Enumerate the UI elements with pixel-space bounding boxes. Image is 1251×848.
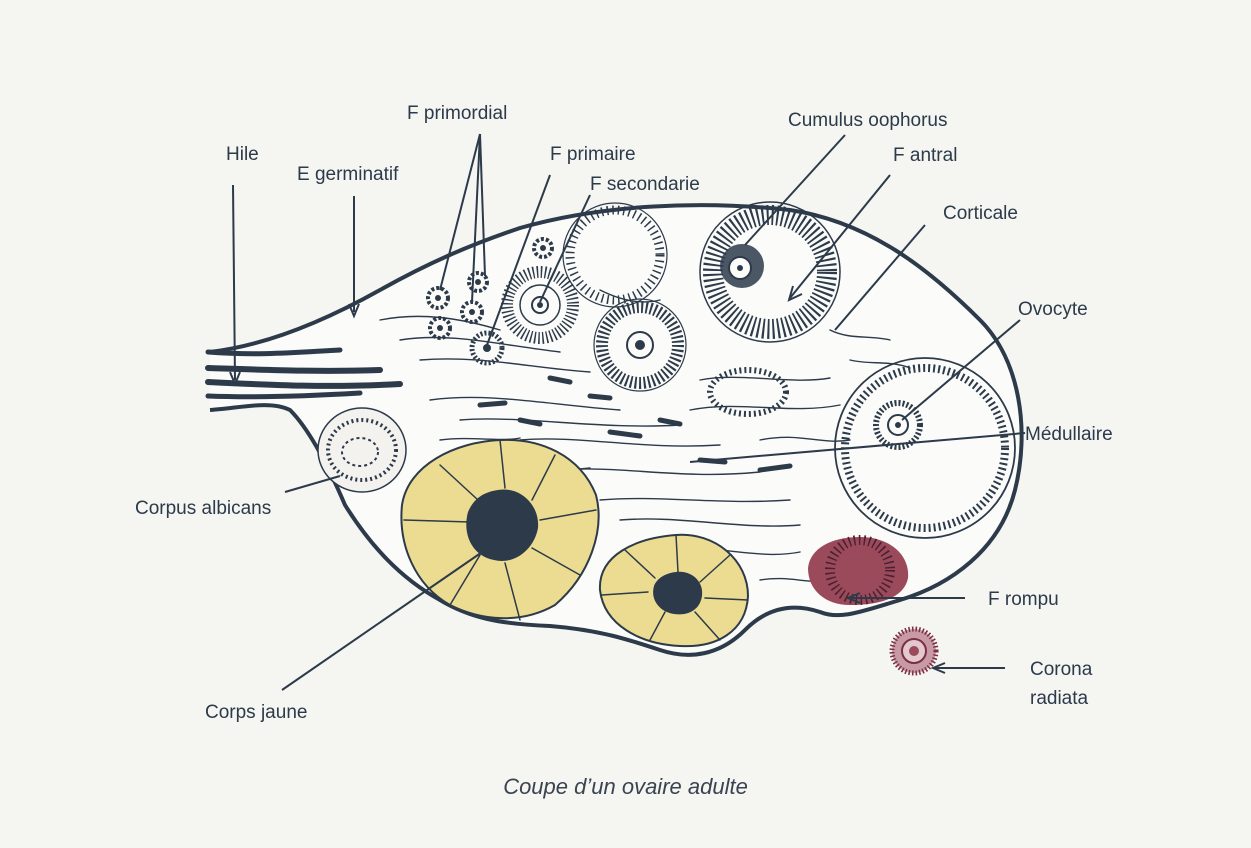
leader-hile (229, 184, 241, 387)
secondary-follicle (501, 266, 579, 344)
label-medullaire: Médullaire (1025, 424, 1113, 445)
label-e-germinatif: E germinatif (297, 164, 399, 185)
leader-corps-jaune (281, 547, 489, 691)
leader-e-germinatif (348, 196, 360, 319)
stroma-fibers (379, 289, 911, 583)
label-f-secondaire: F secondarie (590, 174, 700, 195)
label-ovocyte: Ovocyte (1018, 299, 1088, 320)
leader-f-primaire (486, 174, 551, 346)
label-corps-jaune: Corps jaune (205, 702, 308, 723)
label-radiata: radiata (1030, 688, 1089, 709)
diagram-caption: Coupe d’un ovaire adulte (503, 774, 748, 799)
leader-corona-radiata (930, 662, 1005, 674)
leader-f-secondaire (539, 194, 591, 303)
label-hile: Hile (226, 144, 259, 165)
label-f-antral: F antral (893, 145, 958, 166)
leader-f-primordial (439, 133, 486, 303)
antral-follicle (699, 201, 841, 343)
follicle-mid (593, 298, 687, 392)
label-corona: Corona (1030, 659, 1093, 680)
leader-medullaire (689, 432, 1026, 463)
leader-corpus-albicans (284, 475, 341, 493)
leader-cumulus (744, 134, 846, 246)
hilum-fibers (205, 347, 403, 400)
corpus-albicans (317, 407, 407, 493)
atretic-follicle (707, 367, 789, 417)
leader-f-rompu (845, 592, 965, 604)
label-corticale: Corticale (943, 203, 1018, 224)
label-f-rompu: F rompu (988, 589, 1059, 610)
ruptured-follicle (808, 535, 909, 605)
label-f-primordial: F primordial (407, 103, 508, 124)
leader-lines (229, 133, 1026, 691)
corpus-luteum-small (598, 533, 750, 648)
leader-corticale (834, 224, 926, 331)
leader-f-antral (787, 174, 891, 302)
stroma-dark-streaks (477, 375, 793, 473)
label-cumulus-oophorus: Cumulus oophorus (788, 110, 948, 131)
corona-radiata (889, 626, 939, 676)
label-f-primaire: F primaire (550, 144, 636, 165)
primary-follicle (469, 330, 505, 366)
leader-ovocyte (901, 319, 1021, 421)
primordial-follicles (426, 237, 554, 340)
label-corpus-albicans: Corpus albicans (135, 498, 272, 519)
